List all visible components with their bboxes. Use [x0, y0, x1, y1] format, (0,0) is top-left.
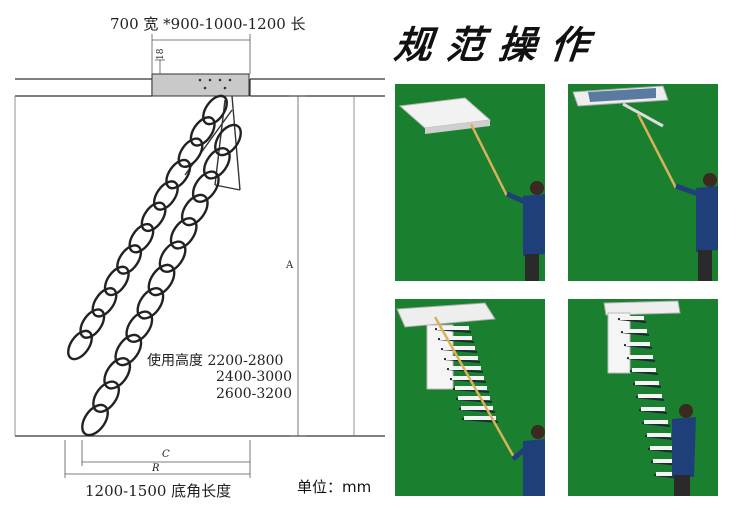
bottom-dimension-label: 1200-1500 底角长度: [85, 482, 232, 500]
drawing-svg: [14, 34, 385, 478]
ladder-tread: [458, 396, 490, 400]
top-dimension-line: [151, 34, 251, 74]
ladder-coil: [140, 201, 167, 233]
ladder-tread: [455, 386, 487, 390]
person-body: [672, 417, 696, 477]
ladder-coil: [214, 123, 242, 157]
operating-pole: [469, 123, 509, 197]
operation-step-3: [395, 299, 545, 496]
ladder-tread: [461, 406, 493, 410]
hatch-box-holes: [198, 78, 232, 90]
person-legs: [698, 250, 712, 281]
ladder-coil: [125, 310, 154, 343]
height-range-1: 2200-2800: [207, 353, 284, 369]
usage-height-heading: 使用高度: [147, 353, 203, 369]
person-head: [703, 173, 717, 187]
person-arm: [675, 183, 699, 197]
hatch-door: [622, 102, 664, 128]
ladder-coil: [92, 380, 121, 413]
person-head: [679, 404, 693, 418]
person-head: [531, 425, 545, 439]
ladder-tread: [629, 355, 653, 359]
ladder-tread: [437, 326, 469, 330]
ladder-coil: [128, 222, 155, 254]
operation-step-2: [568, 84, 718, 281]
base-dimensions: [64, 440, 251, 478]
top-dimension-label: 700 宽 *900-1000-1200 长: [110, 15, 306, 33]
hatch-frame: [396, 302, 496, 328]
ladder-tread: [641, 407, 665, 411]
person-legs: [525, 254, 539, 281]
ceiling-slab: [15, 78, 385, 97]
ladder-coil: [136, 287, 165, 320]
ladder-tread: [620, 316, 644, 320]
ladder-coil: [103, 357, 132, 390]
height-range-3: 2600-3200: [216, 386, 292, 402]
ladder-coil: [177, 137, 204, 168]
ladder-coil: [189, 116, 216, 147]
operation-title: 规范操作: [392, 22, 605, 67]
ladder-coil: [165, 158, 192, 190]
person-legs: [674, 475, 690, 496]
ladder-tread: [440, 336, 472, 340]
ladder-coil: [116, 244, 143, 275]
step-1-illustration: [398, 97, 545, 281]
hatch-frame: [603, 300, 681, 316]
dimension-r-label: R: [152, 463, 160, 474]
ladder-coil: [114, 333, 143, 367]
ladder-coil: [202, 147, 231, 180]
thickness-dimension: [155, 59, 165, 74]
operating-pole: [636, 113, 678, 189]
person-arm: [511, 447, 527, 461]
ladder-coil: [180, 193, 209, 227]
hatch-edge: [425, 120, 490, 134]
operating-pole: [433, 316, 517, 460]
ladder-coil: [158, 240, 187, 273]
height-dimension-a: [290, 95, 306, 437]
scissor-ladder: [67, 94, 242, 437]
ladder-tread: [644, 420, 668, 424]
ladder-coil: [152, 180, 179, 211]
dimension-a-label: A: [286, 260, 294, 271]
ladder-tread: [656, 472, 680, 476]
person-body: [696, 186, 718, 252]
height-range-2: 2400-3000: [216, 369, 292, 385]
ladder-tread: [623, 329, 647, 333]
ladder-tread: [638, 394, 662, 398]
ladder-tread: [647, 433, 671, 437]
step-2-illustration: [572, 85, 718, 281]
ladder-tread: [446, 356, 478, 360]
ladder-coil: [169, 217, 198, 250]
usage-height-block: 使用高度 2200-2800: [147, 350, 283, 370]
ladder-coil: [91, 287, 118, 318]
ladder-coil: [67, 329, 93, 361]
ladder-coil: [79, 308, 106, 339]
ladder-coil: [147, 263, 176, 297]
ladder-tread: [626, 342, 650, 346]
step-3-illustration: [396, 302, 545, 496]
ladder-tread: [635, 381, 659, 385]
person-arm: [505, 191, 527, 205]
ladder-tread: [632, 368, 656, 372]
unit-label: 单位：mm: [297, 478, 372, 496]
hatch-box: [151, 73, 250, 97]
ladder-tread: [443, 346, 475, 350]
thickness-label: 18: [156, 48, 166, 60]
operation-step-4: [568, 299, 718, 496]
dimension-c-label: C: [162, 449, 170, 460]
person-head: [530, 181, 544, 195]
ladder-tread: [464, 416, 496, 420]
ladder-coil: [202, 94, 228, 126]
person-body: [523, 439, 545, 496]
person-body: [523, 194, 545, 256]
ladder-tread: [650, 446, 674, 450]
ladder-coil: [81, 403, 109, 437]
ladder-coil: [103, 265, 130, 297]
operation-step-1: [395, 84, 545, 281]
ladder-technical-drawing: 700 宽 *900-1000-1200 长 18 A C R 使用高度 220…: [14, 15, 385, 500]
ladder-tread: [653, 459, 677, 463]
hatch-opening: [588, 88, 656, 102]
step-4-illustration: [603, 300, 696, 496]
ladder-coil: [191, 170, 220, 203]
